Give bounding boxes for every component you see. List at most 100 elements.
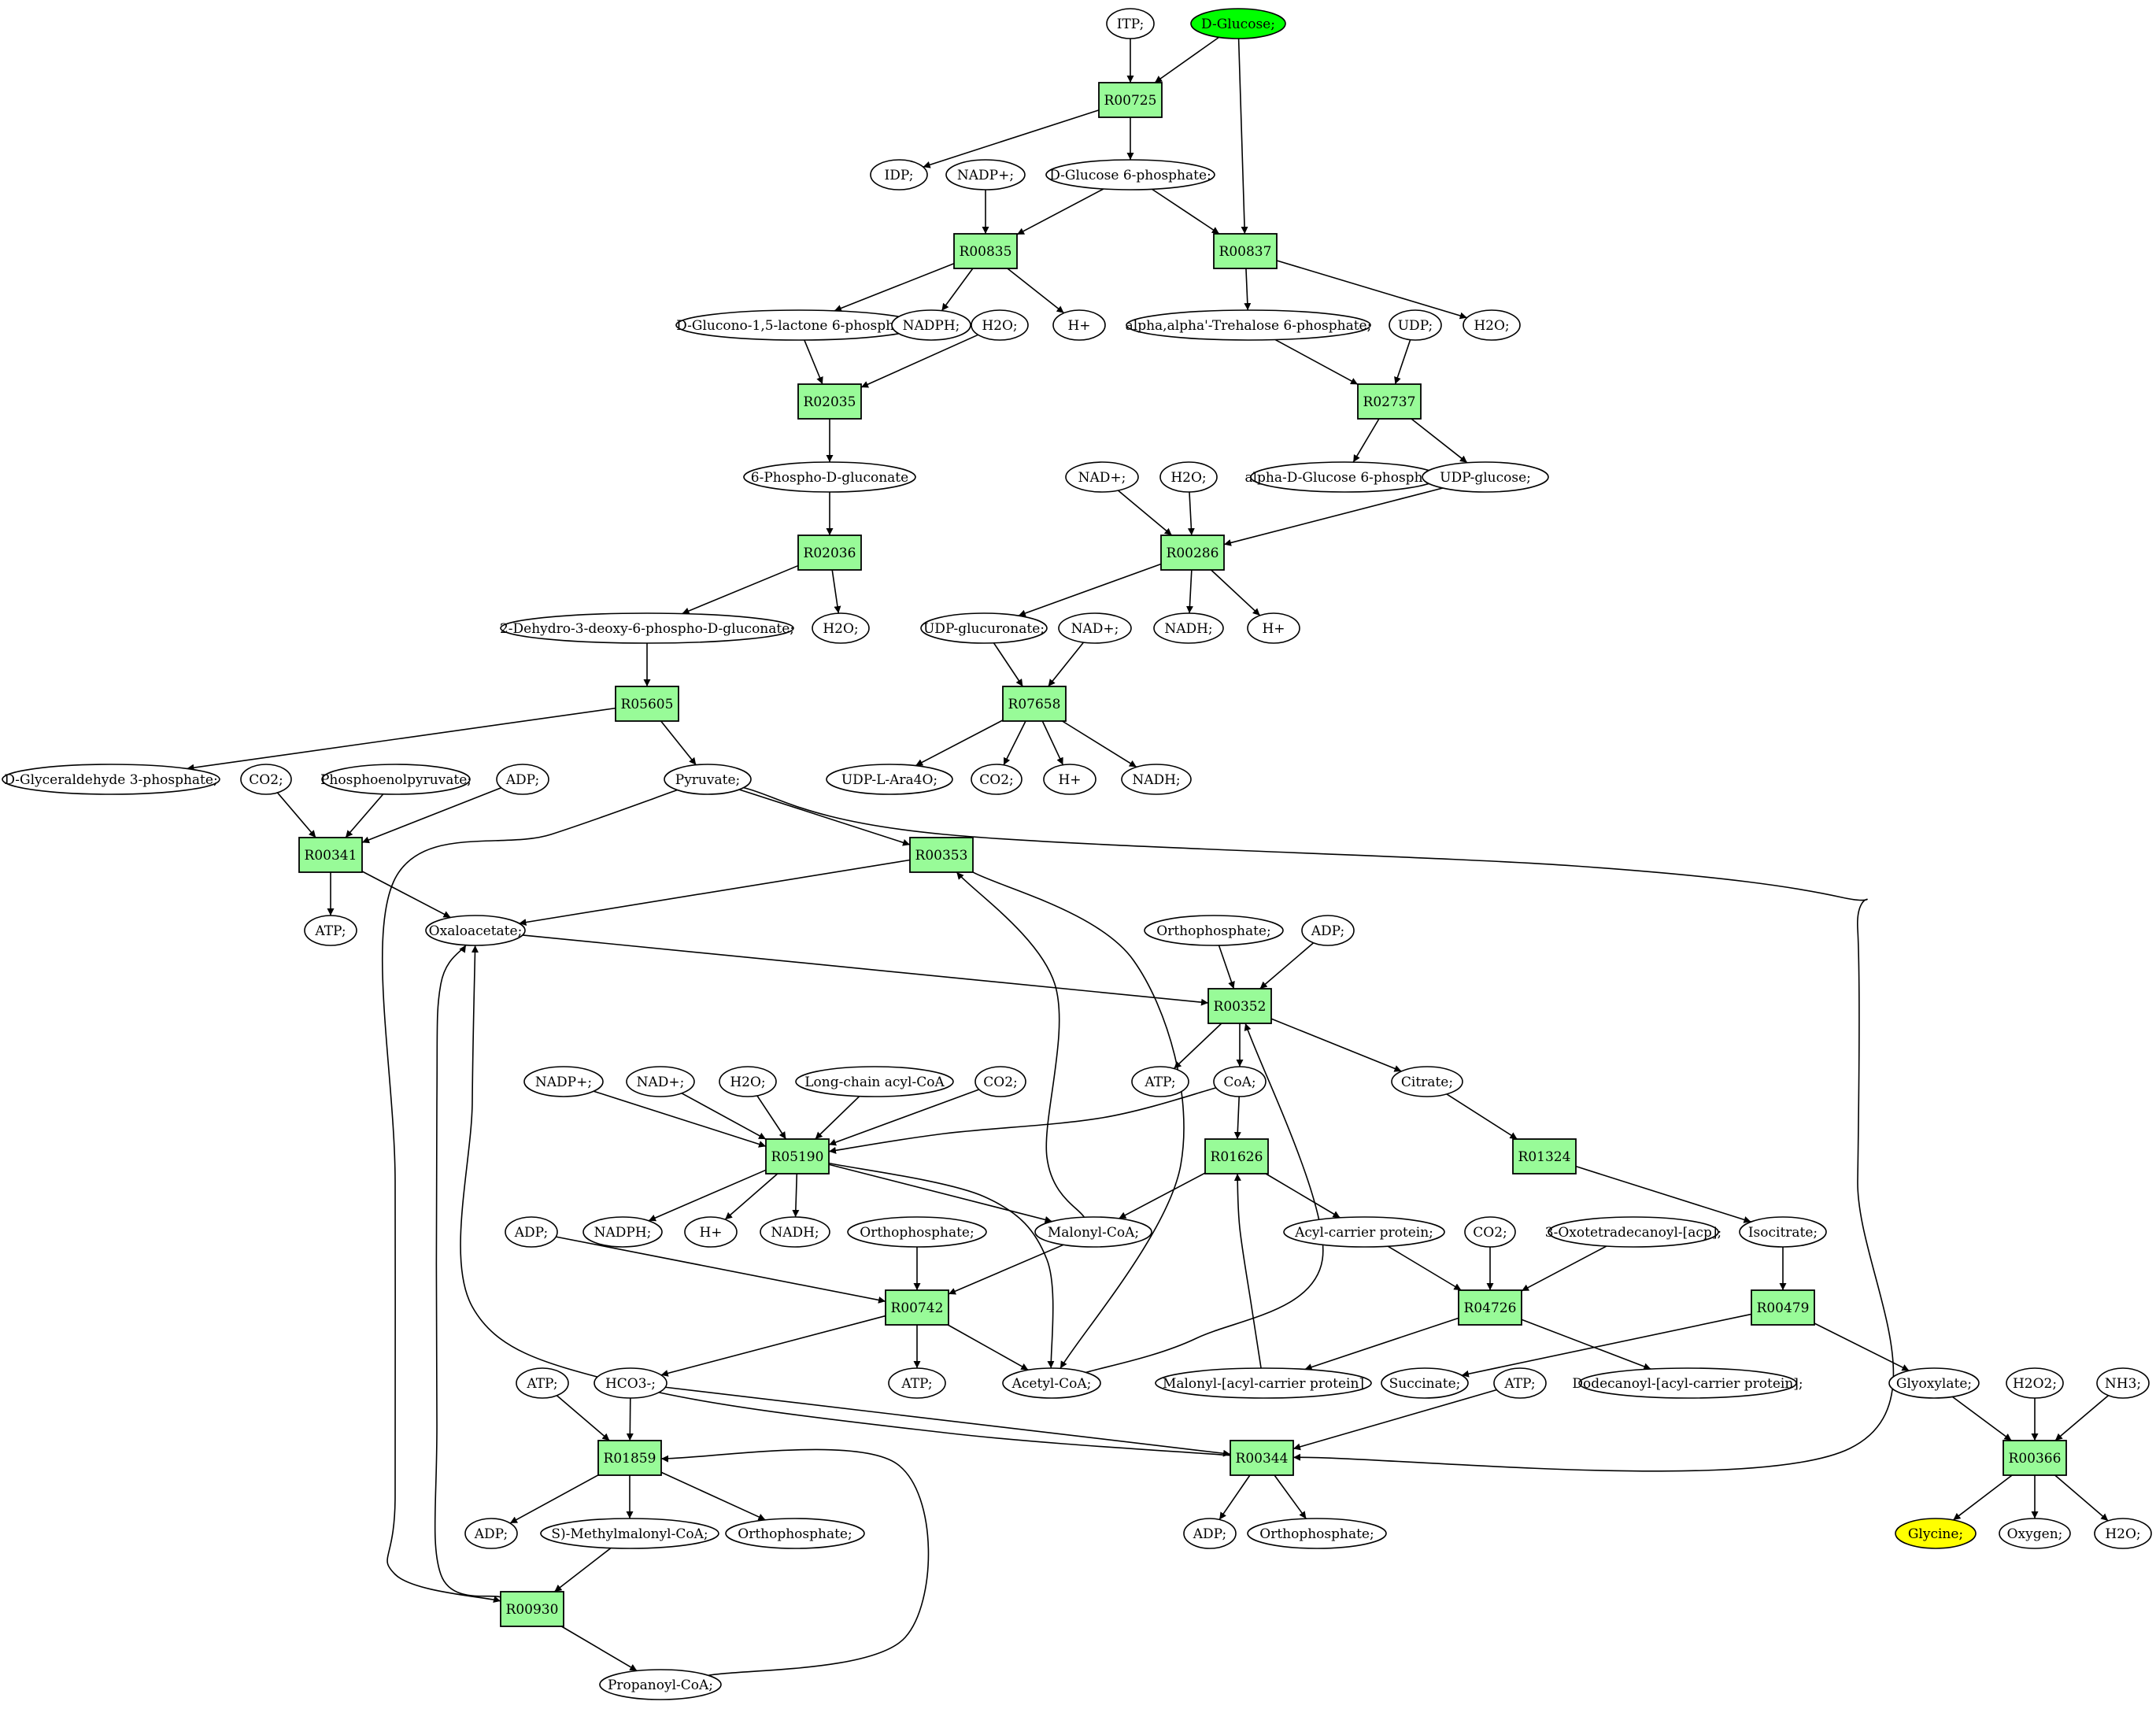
edge-r00286-to-hplus-b (1211, 569, 1261, 616)
compound-node-h2o-a: H2O; (971, 309, 1029, 341)
compound-node-hplus-d: H+ (684, 1216, 738, 1248)
compound-label: H2O; (1170, 470, 1206, 486)
compound-node-nadph1: NADPH; (891, 309, 971, 341)
reaction-node-r04726: R04726 (1458, 1289, 1522, 1326)
compound-node-udpglucuronate: UDP-glucuronate; (920, 612, 1048, 644)
compound-label: ATP; (900, 1376, 932, 1392)
compound-ellipse (626, 1066, 695, 1097)
compound-ellipse (1247, 1518, 1387, 1549)
edge-malonylcoa-to-r00353 (956, 871, 1085, 1218)
reaction-box (1160, 535, 1225, 571)
compound-ellipse (743, 461, 916, 493)
edge-r05190-to-acetylcoa (828, 1162, 1055, 1369)
compound-node-propanoylcoa: Propanoyl-CoA; (599, 1669, 722, 1700)
compound-node-udplara4o: UDP-L-Ara4O; (826, 764, 953, 795)
compound-ellipse (1153, 612, 1224, 644)
compound-label: H2O; (982, 318, 1017, 334)
reaction-box (615, 686, 679, 722)
compound-node-g6p: D-Glucose 6-phosphate; (1045, 159, 1215, 191)
compound-node-lcacylcoa: Long-chain acyl-CoA (795, 1066, 954, 1097)
reaction-label: R00353 (915, 848, 968, 864)
edge-smethylmalonylcoa-to-r00930 (553, 1547, 612, 1592)
compound-ellipse (1463, 309, 1521, 341)
edge-r00837-to-trehalose6p (1244, 268, 1252, 311)
compound-ellipse (719, 1066, 777, 1097)
edge-atp-e-to-r01859 (556, 1395, 610, 1441)
edge-acetylcoa-to-r00352 (1085, 1023, 1324, 1374)
compound-ellipse (888, 1367, 946, 1399)
compound-label: H2O; (823, 621, 858, 637)
compound-node-adp-c: ADP; (505, 1216, 558, 1248)
reaction-node-r01626: R01626 (1204, 1138, 1269, 1174)
edge-nadp2-to-r05190 (594, 1090, 767, 1148)
compound-label: Citrate; (1401, 1075, 1453, 1090)
compound-ellipse (920, 612, 1048, 644)
compound-label: alpha,alpha'-Trehalose 6-phosphate; (1126, 318, 1372, 334)
compound-label: Oxaloacetate; (429, 923, 523, 939)
compound-label: alpha-D-Glucose 6-phosphate (1244, 470, 1444, 486)
compound-node-co2-c: CO2; (974, 1066, 1026, 1097)
edge-dglucose-to-r00725 (1154, 36, 1219, 83)
compound-label: D-Glucose; (1201, 17, 1275, 32)
edge-oxaloacetate-to-r00352 (522, 934, 1209, 1006)
edge-pyruvate-to-r00353 (738, 789, 911, 846)
compound-node-kdpg: 2-Dehydro-3-deoxy-6-phospho-D-gluconate; (500, 612, 794, 644)
edge-pep-to-r00341 (345, 793, 384, 838)
compound-ellipse (304, 915, 357, 946)
compound-node-udpglucose: UDP-glucose; (1422, 461, 1549, 493)
compound-ellipse (1183, 1518, 1237, 1549)
compound-label: NAD+; (637, 1075, 685, 1090)
edge-r00742-to-acetylcoa (947, 1324, 1029, 1371)
reaction-box (953, 233, 1018, 269)
reaction-box (909, 837, 974, 873)
reaction-label: R02036 (804, 546, 856, 561)
reaction-box (1357, 383, 1422, 420)
compound-label: CO2; (249, 772, 283, 788)
compound-label: ADP; (514, 1225, 548, 1241)
reaction-box (597, 1440, 662, 1476)
edge-r05190-to-nadh-c (792, 1173, 800, 1218)
reaction-label: R00725 (1104, 93, 1157, 109)
edge-r07658-to-nadh-b (1062, 720, 1137, 768)
compound-label: NAD+; (1071, 621, 1119, 637)
reaction-label: R00344 (1236, 1451, 1289, 1467)
compound-node-idp: IDP; (870, 159, 928, 191)
edge-r00930-to-oxaloacetate (434, 945, 501, 1598)
edge-r00344-to-adp-e (1219, 1474, 1251, 1520)
compound-node-nadh-a: NADH; (1153, 612, 1224, 644)
compound-node-atp-b: ATP; (1131, 1066, 1189, 1097)
reaction-node-r00725: R00725 (1098, 82, 1163, 118)
compound-ellipse (1065, 461, 1139, 493)
compound-ellipse (1578, 1367, 1797, 1399)
compound-label: D-Glucose 6-phosphate; (1049, 168, 1211, 183)
compound-node-oxaloacetate: Oxaloacetate; (425, 915, 526, 946)
compound-node-atp-e: ATP; (516, 1367, 569, 1399)
compound-ellipse (1391, 1066, 1463, 1097)
edge-r01626-to-acp (1265, 1173, 1341, 1219)
compound-node-nadp2: NADP+; (523, 1066, 604, 1097)
edge-r00366-to-glycine (1952, 1474, 2013, 1521)
compound-node-nad-c: NAD+; (626, 1066, 695, 1097)
reaction-box (765, 1138, 830, 1174)
edge-co2-a-to-r00341 (276, 792, 316, 838)
edge-trehalose6p-to-r02737 (1274, 338, 1359, 386)
compound-ellipse (464, 1518, 518, 1549)
compound-label: Acetyl-CoA; (1011, 1376, 1092, 1392)
reaction-label: R05190 (771, 1149, 824, 1165)
compound-ellipse (1043, 764, 1096, 795)
edge-r01626-to-malonylcoa (1119, 1172, 1206, 1219)
edge-r05605-to-pyruvate (660, 720, 697, 766)
edge-coa-to-r05190 (828, 1087, 1217, 1154)
compound-node-h2o2: H2O2; (2006, 1367, 2064, 1399)
edge-r00286-to-udpglucuronate (1018, 563, 1162, 617)
compound-node-succinate: Succinate; (1381, 1367, 1469, 1399)
edge-lcacylcoa-to-r05190 (815, 1096, 860, 1140)
edge-r00835-to-nadph1 (941, 268, 974, 312)
reaction-box (2003, 1440, 2067, 1476)
reaction-node-r00353: R00353 (909, 837, 974, 873)
edge-r04726-to-malonylacp (1304, 1317, 1459, 1371)
edge-r00837-to-h2o-b (1276, 260, 1467, 320)
compound-ellipse (1422, 461, 1549, 493)
compound-label: ADP; (1193, 1526, 1226, 1542)
compound-node-adp-a: ADP; (496, 764, 549, 795)
